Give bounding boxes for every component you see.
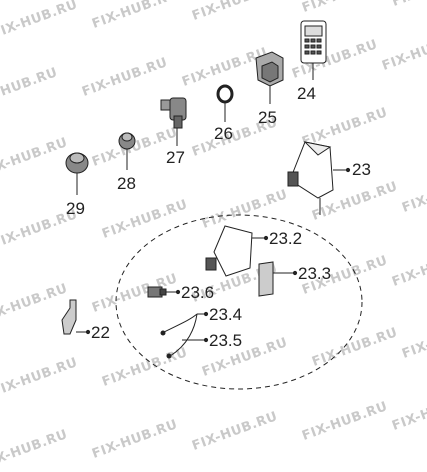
label-25: 25 — [258, 108, 277, 127]
part-29-knob-icon — [65, 152, 89, 174]
label-22: 22 — [91, 323, 110, 342]
part-26-ring-icon — [216, 84, 234, 104]
label-29: 29 — [66, 199, 85, 218]
label-28: 28 — [117, 174, 136, 193]
part-25-holder-icon — [255, 51, 284, 87]
parts-drawing — [61, 20, 363, 390]
part-27-connector-icon — [160, 97, 187, 129]
part-23-3-cover-icon — [258, 261, 274, 297]
part-23-5-cable-icon — [160, 313, 198, 359]
part-28-knob-icon — [118, 132, 136, 150]
part-23-4-cable-icon — [161, 313, 198, 334]
part-22-bracket-icon — [61, 299, 77, 335]
label-26: 26 — [214, 124, 233, 143]
label-24: 24 — [297, 84, 316, 103]
part-23-6-plug-icon — [147, 286, 167, 298]
assembly-group-outline — [115, 214, 363, 390]
label-23-4: 23.4 — [209, 305, 243, 324]
part-23-2-module-icon — [205, 225, 253, 277]
part-23-control-box-icon — [287, 141, 334, 199]
label-27: 27 — [166, 148, 185, 167]
label-23-2: 23.2 — [269, 229, 303, 248]
label-23-6: 23.6 — [181, 283, 215, 302]
label-23-3: 23.3 — [298, 264, 332, 283]
part-24-remote-icon — [300, 20, 327, 64]
label-23: 23 — [352, 160, 371, 179]
label-23-5: 23.5 — [209, 331, 243, 350]
